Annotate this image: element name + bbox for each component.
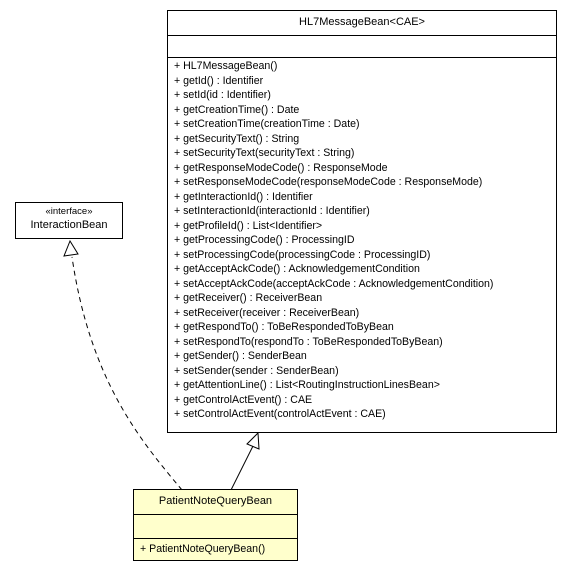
operation: + getRespondTo() : ToBeRespondedToByBean xyxy=(174,321,394,333)
operation: + getAttentionLine() : List<RoutingInstr… xyxy=(174,379,440,391)
operation: + getAcceptAckCode() : AcknowledgementCo… xyxy=(174,263,420,275)
operation: + HL7MessageBean() xyxy=(174,60,278,72)
class-name: InteractionBean xyxy=(30,219,108,231)
operation: + setReceiver(receiver : ReceiverBean) xyxy=(174,306,360,319)
realization-edge xyxy=(71,256,183,491)
class-name: HL7MessageBean<CAE> xyxy=(299,16,425,28)
operation: + getResponseModeCode() : ResponseMode xyxy=(174,161,388,174)
operation: + setProcessingCode(processingCode : Pro… xyxy=(174,248,431,261)
class-hl7messagebean[interactable]: HL7MessageBean<CAE> + HL7MessageBean()+ … xyxy=(167,10,557,433)
operation: + getReceiver() : ReceiverBean xyxy=(174,292,323,304)
realization-arrowhead xyxy=(63,239,79,257)
generalization-arrowhead xyxy=(246,431,260,450)
operation: + getId() : Identifier xyxy=(174,74,264,87)
class-interactionbean[interactable]: «interface» InteractionBean xyxy=(15,202,123,239)
attributes-compartment xyxy=(134,514,297,538)
operation: + getProfileId() : List<Identifier> xyxy=(174,219,323,232)
operation: + setId(id : Identifier) xyxy=(174,89,271,101)
operation: + getControlActEvent() : CAE xyxy=(174,393,313,406)
generalization-edge xyxy=(230,445,254,491)
operation: + setInteractionId(interactionId : Ident… xyxy=(174,205,370,217)
attributes-compartment xyxy=(168,35,556,57)
operation: + setSender(sender : SenderBean) xyxy=(174,364,339,377)
operation: + getCreationTime() : Date xyxy=(174,103,300,116)
operation: + setSecurityText(securityText : String) xyxy=(174,147,355,159)
operation: + getProcessingCode() : ProcessingID xyxy=(174,234,355,246)
operations-compartment: + PatientNoteQueryBean() xyxy=(134,538,297,557)
operations-compartment: + HL7MessageBean() + getId() : Identifier… xyxy=(168,57,556,422)
stereotype-label: «interface» xyxy=(45,206,93,217)
operation: + PatientNoteQueryBean() xyxy=(140,543,266,555)
class-name: PatientNoteQueryBean xyxy=(158,495,273,507)
operation: + setResponseModeCode(responseModeCode :… xyxy=(174,176,483,188)
operation: + setControlActEvent(controlActEvent : C… xyxy=(174,408,386,420)
operation: + getSecurityText() : String xyxy=(174,132,300,145)
operation: + getInteractionId() : Identifier xyxy=(174,190,313,203)
class-patientnotequerybean[interactable]: PatientNoteQueryBean + PatientNoteQueryB… xyxy=(133,489,298,561)
operation: + setAcceptAckCode(acceptAckCode : Ackno… xyxy=(174,277,494,290)
operation: + setRespondTo(respondTo : ToBeResponded… xyxy=(174,335,443,348)
operation: + setCreationTime(creationTime : Date) xyxy=(174,118,360,130)
operation: + getSender() : SenderBean xyxy=(174,350,307,362)
